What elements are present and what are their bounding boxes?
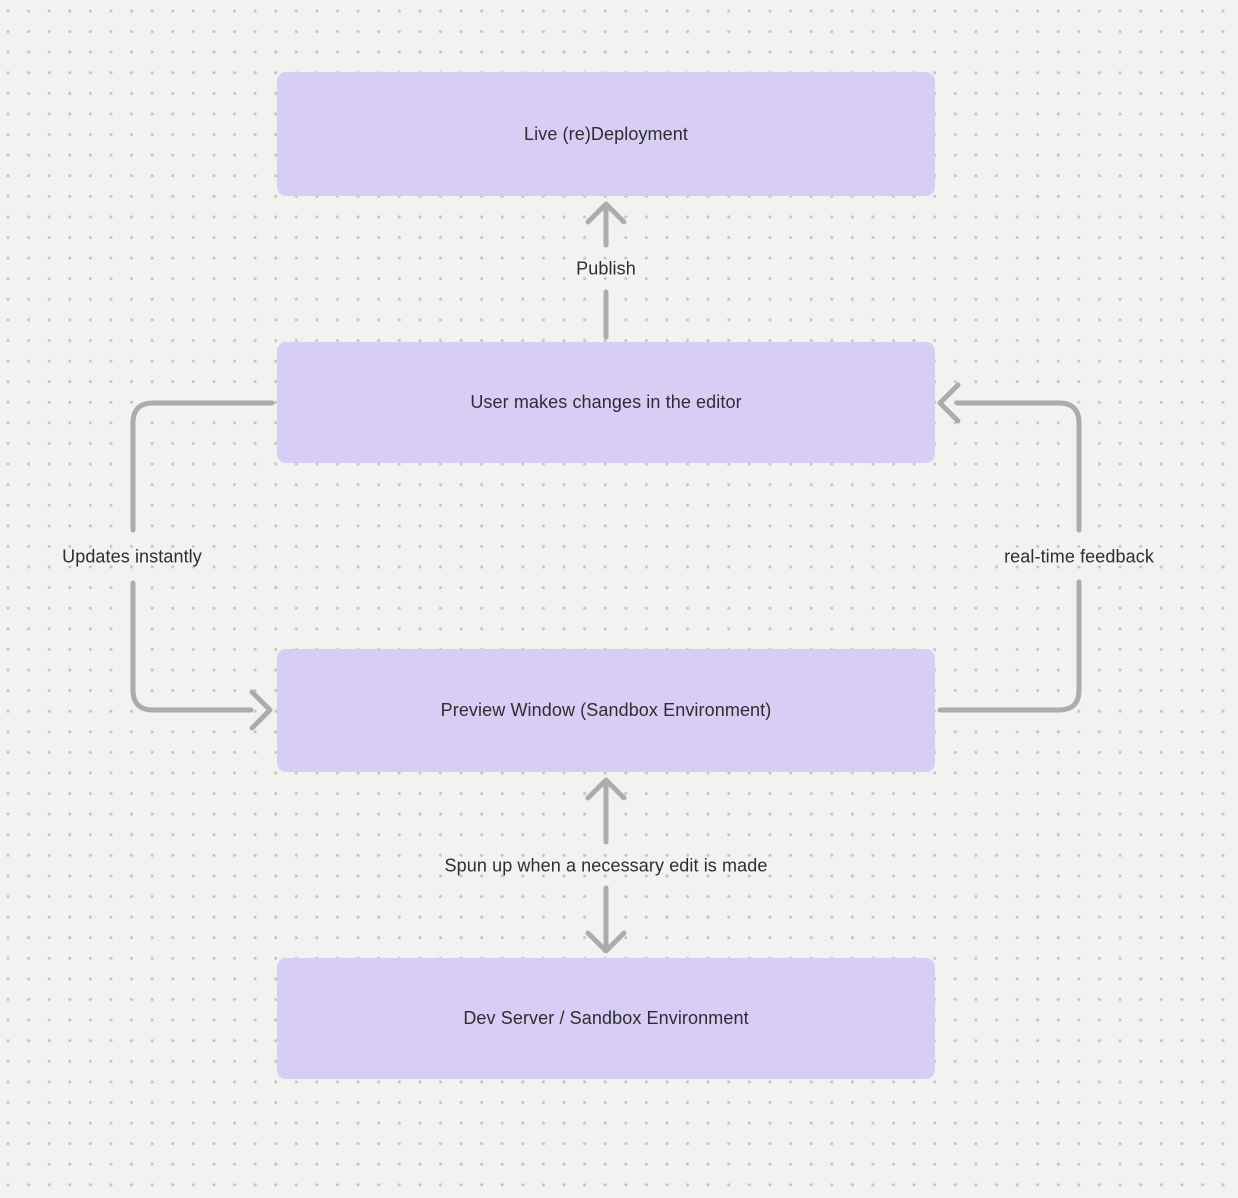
node-preview-window: Preview Window (Sandbox Environment) [277, 649, 935, 772]
edge-spun-arrowhead-up [585, 777, 627, 801]
edge-publish-arrowhead-up [585, 201, 627, 225]
node-dev-server-label: Dev Server / Sandbox Environment [463, 1008, 749, 1028]
edge-feedback-arrowhead-left [937, 382, 961, 424]
node-dev-server: Dev Server / Sandbox Environment [277, 958, 935, 1079]
edge-feedback-segment-lower [937, 579, 1082, 713]
edge-label-updates-instantly: Updates instantly [62, 546, 202, 567]
edge-updates-segment-lower [130, 580, 254, 713]
edge-label-spun-up: Spun up when a necessary edit is made [444, 855, 768, 876]
edge-label-publish: Publish [576, 258, 636, 279]
edge-label-real-time-feedback: real-time feedback [1004, 546, 1154, 567]
edge-updates-segment-upper [130, 400, 275, 533]
node-user-editor: User makes changes in the editor [277, 342, 935, 463]
edge-updates-arrowhead-right [249, 689, 273, 731]
node-live-redeployment: Live (re)Deployment [277, 72, 935, 196]
node-preview-window-label: Preview Window (Sandbox Environment) [440, 700, 772, 720]
edge-spun-arrowhead-down [585, 930, 627, 954]
edge-feedback-segment-upper [954, 400, 1082, 533]
node-live-redeployment-label: Live (re)Deployment [524, 123, 688, 144]
node-user-editor-label: User makes changes in the editor [470, 392, 742, 412]
